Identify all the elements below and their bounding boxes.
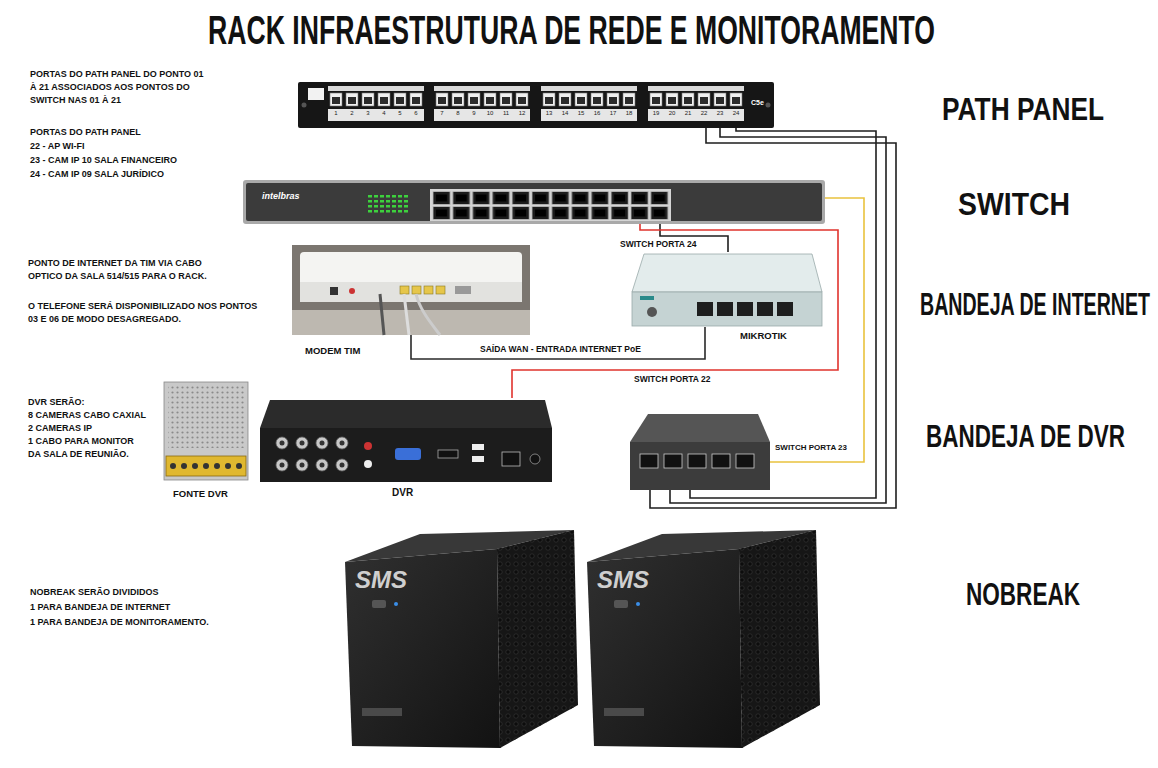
port-number: 6	[408, 110, 424, 117]
port-number: 21	[680, 110, 696, 117]
note-text: PORTAS DO PATH PANEL DO PONTO 01 À 21 AS…	[30, 68, 210, 107]
note-text: DVR SERÃO:	[28, 396, 158, 409]
port-number: 16	[589, 110, 605, 117]
port-number: 1	[328, 110, 344, 117]
port-number: 23	[712, 110, 728, 117]
note-text: 1 CABO PARA MONITOR DA SALA DE REUNIÃO.	[28, 435, 143, 461]
port-number: 8	[450, 110, 466, 117]
network-switch: intelbras	[243, 180, 825, 224]
port-number: 9	[466, 110, 482, 117]
port-number: 24	[728, 110, 744, 117]
device-name: MODEM TIM	[305, 346, 360, 357]
power-supply: FONTE DVR	[162, 380, 250, 482]
category-mark: C5e	[751, 99, 764, 107]
port-number: 14	[557, 110, 573, 117]
section-heading: PATH PANEL	[942, 93, 1104, 125]
port-number: 4	[376, 110, 392, 117]
brand-logo: SMS	[597, 566, 649, 594]
device-name: DVR	[392, 487, 413, 499]
note-text: 23 - CAM IP 10 SALA FINANCEIRO	[30, 154, 230, 167]
port-number: 3	[360, 110, 376, 117]
note-text: O TELEFONE SERÁ DISPONIBILIZADO NOS PONT…	[28, 300, 263, 326]
patch-panel: 123456789101112131415161718192021222324C…	[298, 82, 774, 128]
section-heading: NOBREAK	[966, 578, 1080, 610]
port-label: SWITCH PORTA 23	[775, 443, 847, 452]
note-text: 1 PARA BANDEJA DE INTERNET	[30, 601, 280, 614]
cable-line	[770, 198, 864, 462]
port-number: 2	[344, 110, 360, 117]
device-name: MIKROTIK	[740, 331, 787, 342]
ups-unit: SMS	[345, 530, 578, 748]
cable-label: SWITCH PORTA 24	[618, 240, 699, 250]
cable-line	[670, 128, 886, 503]
note-text: 2 CAMERAS IP	[28, 422, 158, 435]
note-text: 8 CAMERAS CABO CAXIAL	[28, 409, 158, 422]
section-heading: BANDEJA DE DVR	[926, 420, 1125, 452]
brand-logo: intelbras	[262, 191, 300, 201]
port-number: 22	[696, 110, 712, 117]
poe-switch: SWITCH PORTA 23	[630, 412, 770, 490]
port-number: 17	[605, 110, 621, 117]
cable-line	[411, 327, 705, 359]
port-number: 7	[434, 110, 450, 117]
note-text: PONTO DE INTERNET DA TIM VIA CABO OPTICO…	[28, 257, 223, 283]
port-number: 19	[648, 110, 664, 117]
port-number: 13	[541, 110, 557, 117]
note-text: 24 - CAM IP 09 SALA JURÍDICO	[30, 168, 230, 181]
brand-logo: SMS	[355, 566, 407, 594]
port-number: 15	[573, 110, 589, 117]
note-text: NOBREAK SERÃO DIVIDIDOS	[30, 586, 280, 599]
note-text: 1 PARA BANDEJA DE MONITORAMENTO.	[30, 616, 280, 629]
cable-line	[690, 128, 876, 498]
section-heading: BANDEJA DE INTERNET	[920, 288, 1150, 320]
router: MIKROTIK	[632, 252, 822, 327]
port-number: 18	[621, 110, 637, 117]
device-name: FONTE DVR	[173, 489, 228, 500]
note-text: 22 - AP WI-FI	[30, 140, 230, 153]
port-number: 5	[392, 110, 408, 117]
ups-unit: SMS	[587, 530, 820, 748]
diagram-title: RACK INFRAESTRUTURA DE REDE E MONITORAME…	[208, 10, 935, 50]
port-number: 11	[498, 110, 514, 117]
port-number: 12	[514, 110, 530, 117]
port-number: 10	[482, 110, 498, 117]
cable-label: SAÍDA WAN - ENTRADA INTERNET PoE	[478, 345, 643, 355]
modem: MODEM TIM	[292, 245, 530, 335]
note-text: PORTAS DO PATH PANEL	[30, 126, 230, 139]
section-heading: SWITCH	[958, 188, 1070, 220]
cable-line	[512, 224, 838, 398]
cable-line	[650, 128, 896, 508]
port-number: 20	[664, 110, 680, 117]
dvr-recorder: DVR	[260, 398, 552, 482]
cable-label: SWITCH PORTA 22	[632, 375, 713, 385]
